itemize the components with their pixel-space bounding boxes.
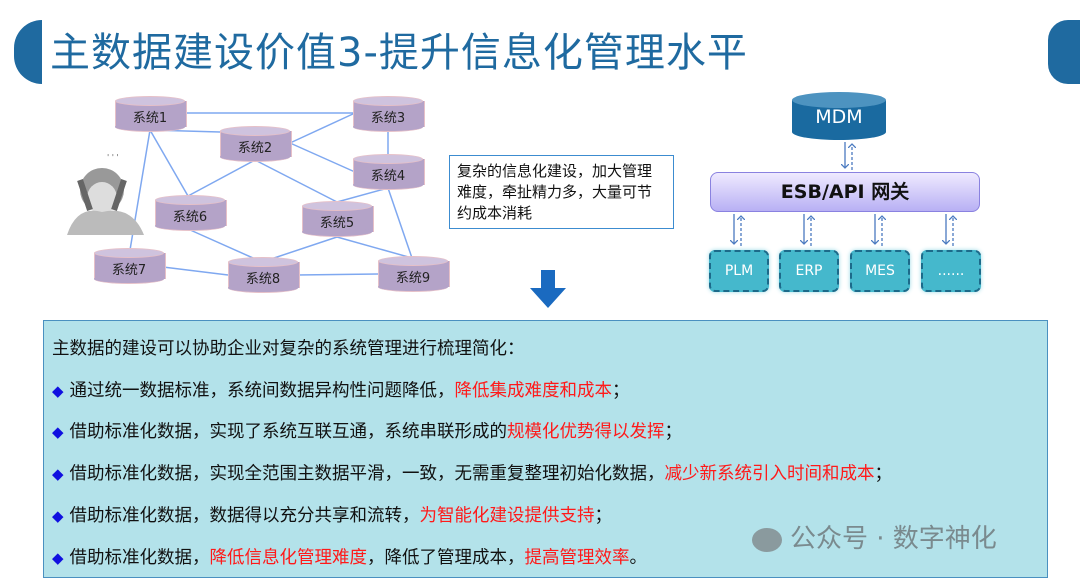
system-node-5: 系统5 [302, 201, 374, 237]
slide-title: 主数据建设价值3-提升信息化管理水平 [50, 30, 748, 76]
watermark: 公众号 · 数字神化 [752, 518, 997, 555]
system-node-8: 系统8 [228, 257, 300, 293]
down-arrow-icon [530, 270, 566, 308]
benefit-item: ◆借助标准化数据，实现了系统互联互通，系统串联形成的规模化优势得以发挥； [52, 422, 683, 442]
complexity-callout: 复杂的信息化建设，加大管理难度，牵扯精力多，大量可节约成本消耗 [449, 155, 674, 229]
diamond-icon: ◆ [52, 507, 64, 525]
system-node-2: 系统2 [220, 126, 292, 162]
data-flow-arrows [700, 142, 1000, 246]
benefits-panel: 主数据的建设可以协助企业对复杂的系统管理进行梳理简化： ◆通过统一数据标准，系统… [43, 320, 1048, 578]
benefits-intro: 主数据的建设可以协助企业对复杂的系统管理进行梳理简化： [52, 339, 525, 359]
app-plm: PLM [709, 250, 769, 292]
esb-api-gateway: ESB/API 网关 [710, 172, 980, 212]
diamond-icon: ◆ [52, 549, 64, 567]
title-right-cap [1048, 20, 1080, 84]
wechat-icon [752, 527, 782, 552]
benefit-item: ◆借助标准化数据，降低信息化管理难度，降低了管理成本，提高管理效率。 [52, 548, 648, 568]
benefit-item: ◆借助标准化数据，实现全范围主数据平滑，一致，无需重复整理初始化数据，减少新系统… [52, 464, 893, 484]
system-node-3: 系统3 [353, 96, 425, 132]
app-erp: ERP [779, 250, 839, 292]
system-node-1: 系统1 [115, 96, 187, 132]
app-mes: MES [850, 250, 910, 292]
system-node-7: 系统7 [94, 248, 166, 284]
system-node-4: 系统4 [353, 154, 425, 190]
svg-text:' ' ': ' ' ' [107, 153, 119, 162]
diamond-icon: ◆ [52, 423, 64, 441]
diamond-icon: ◆ [52, 382, 64, 400]
benefit-item: ◆借助标准化数据，数据得以充分共享和流转，为智能化建设提供支持； [52, 506, 613, 526]
benefit-item: ◆通过统一数据标准，系统间数据异构性问题降低，降低集成难度和成本； [52, 381, 630, 401]
diamond-icon: ◆ [52, 465, 64, 483]
mdm-database: MDM [792, 92, 886, 140]
app-more: ...... [921, 250, 981, 292]
system-node-6: 系统6 [155, 195, 227, 231]
stressed-person-illustration: ' ' ' [62, 150, 152, 235]
system-node-9: 系统9 [378, 256, 450, 292]
